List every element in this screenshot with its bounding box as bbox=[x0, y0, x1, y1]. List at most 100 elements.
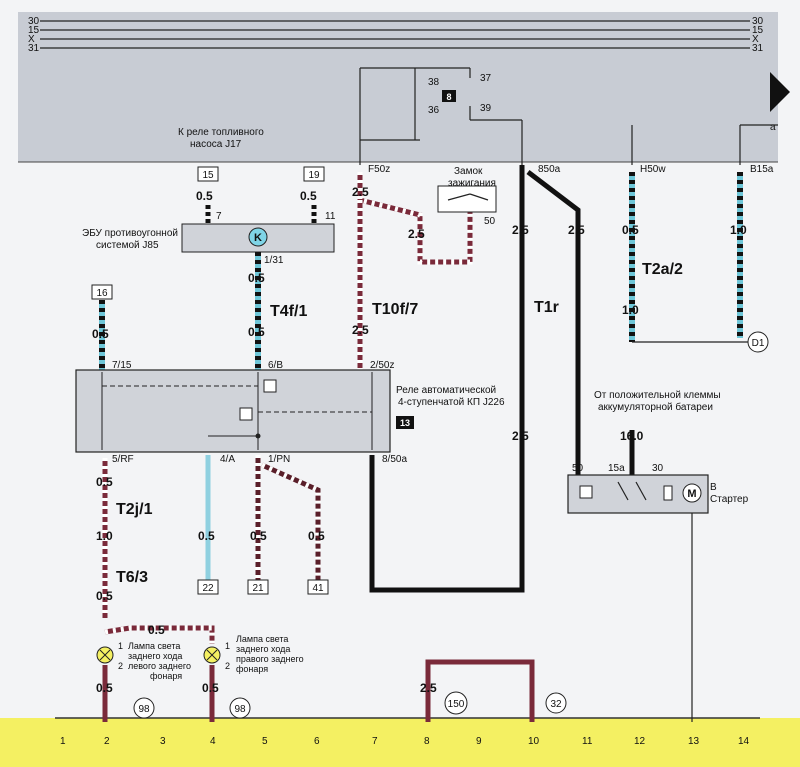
lamp-right-label-4: фонаря bbox=[236, 664, 268, 674]
conn-t2j1: T2j/1 bbox=[116, 501, 153, 518]
ecu-label-line2: системой J85 bbox=[96, 240, 159, 251]
lamp-left-label-3: левого заднего bbox=[128, 661, 191, 671]
wire-id-b15a: B15a bbox=[750, 164, 774, 175]
lamp-left-pin1: 1 bbox=[118, 641, 123, 651]
wire-label: 2.5 bbox=[352, 323, 369, 337]
starter: M 50 15a 30 B Стартер От положительной к… bbox=[567, 390, 749, 514]
grid-number: 10 bbox=[528, 736, 540, 747]
ignition-pin-50: 50 bbox=[484, 216, 496, 227]
conn-t1r: T1r bbox=[534, 299, 559, 316]
continue-arrow bbox=[770, 72, 790, 112]
grid-number: 14 bbox=[738, 736, 750, 747]
grid-number: 11 bbox=[582, 736, 593, 747]
starter-motor-symbol: M bbox=[687, 488, 696, 500]
grid-index: 1 2 3 4 5 6 7 8 9 10 11 12 13 14 bbox=[60, 736, 750, 747]
wire-label: 0.5 bbox=[96, 589, 113, 603]
ecu-pin-19: 19 bbox=[308, 170, 320, 181]
wire-label: 16.0 bbox=[620, 429, 644, 443]
wire-label: 1.0 bbox=[96, 529, 113, 543]
starter-label-b: B bbox=[710, 482, 717, 493]
starter-pin-15a: 15a bbox=[608, 463, 625, 474]
wire-id-850a: 850a bbox=[538, 164, 561, 175]
bus-label-31r: 31 bbox=[752, 43, 764, 54]
relay-pin-38: 38 bbox=[428, 77, 440, 88]
relay-8-number: 8 bbox=[446, 92, 451, 102]
wire-label: 2.5 bbox=[352, 185, 369, 199]
lamp-right-label-1: Лампа света bbox=[236, 634, 288, 644]
wire-label: 0.5 bbox=[248, 325, 265, 339]
ecu-pin-7: 7 bbox=[216, 211, 222, 222]
lamp-left-label-1: Лампа света bbox=[128, 641, 180, 651]
starter-pin-30: 30 bbox=[652, 463, 664, 474]
relay-pin-36: 36 bbox=[428, 105, 440, 116]
wire-label: 0.5 bbox=[622, 223, 639, 237]
bus-label-15r: 15 bbox=[752, 25, 764, 36]
ground-points: 98 98 150 32 D1 bbox=[133, 331, 769, 719]
relay-pin-37: 37 bbox=[480, 73, 492, 84]
wire-label: 2.5 bbox=[408, 227, 425, 241]
wire-label: 0.5 bbox=[248, 271, 265, 285]
starter-pin-50: 50 bbox=[572, 463, 584, 474]
conn-t10f7: T10f/7 bbox=[372, 301, 418, 318]
lamp-left-pin2: 2 bbox=[118, 661, 123, 671]
connectors: T4f/1 T10f/7 T1r T2a/2 T2j/1 T6/3 bbox=[116, 261, 683, 586]
grid-number: 7 bbox=[372, 736, 378, 747]
bus-lines: 30 15 X 31 30 15 X 31 bbox=[28, 16, 764, 54]
wire-label: 2.5 bbox=[512, 223, 529, 237]
wire-id-a: a bbox=[770, 122, 776, 133]
wire-label: 0.5 bbox=[148, 623, 165, 637]
lamp-left: 1 2 Лампа света заднего хода левого задн… bbox=[96, 641, 191, 681]
wire-label: 1.0 bbox=[622, 303, 639, 317]
conn-t4f1: T4f/1 bbox=[270, 303, 307, 320]
j226-pin-5-rf: 5/RF bbox=[112, 454, 134, 465]
grid-number: 13 bbox=[688, 736, 700, 747]
j226-pin-2-50z: 2/50z bbox=[370, 360, 394, 371]
ecu-pin-1-31: 1/31 bbox=[264, 255, 284, 266]
grid-number: 12 bbox=[634, 736, 646, 747]
j226-pin-8-50a: 8/50a bbox=[382, 454, 407, 465]
wire-label: 0.5 bbox=[308, 529, 325, 543]
grid-number: 1 bbox=[60, 736, 66, 747]
lamp-right-label-2: заднего хода bbox=[236, 644, 290, 654]
ignition-switch: Замок зажигания 50 bbox=[437, 166, 497, 227]
fuel-pump-note-line2: насоса J17 bbox=[190, 139, 242, 150]
wire-labels: 0.5 0.5 0.5 2.5 2.5 2.5 2.5 2.5 2.5 0.5 … bbox=[92, 185, 747, 695]
ground-32: 32 bbox=[550, 699, 562, 710]
wire-label: 1.0 bbox=[730, 223, 747, 237]
ref-21: 21 bbox=[252, 583, 264, 594]
j226-pin-6-b: 6/B bbox=[268, 360, 283, 371]
j226-box: 13 bbox=[400, 418, 410, 428]
lamp-right-pin2: 2 bbox=[225, 661, 230, 671]
relay-8-box bbox=[442, 90, 456, 102]
ecu-pin-15: 15 bbox=[202, 170, 214, 181]
battery-note-line2: аккумуляторной батареи bbox=[598, 401, 713, 413]
j226-pin-1-pn: 1/PN bbox=[268, 454, 290, 465]
relay-pin-39: 39 bbox=[480, 103, 492, 114]
ecu-symbol-letter: K bbox=[254, 232, 262, 244]
ref-41: 41 bbox=[312, 583, 324, 594]
wire-id-f50z: F50z bbox=[368, 164, 390, 175]
lamp-left-label-4: фонаря bbox=[150, 671, 182, 681]
fuel-pump-note-line1: К реле топливного bbox=[178, 127, 264, 138]
j226-pin-4-a: 4/A bbox=[220, 454, 235, 465]
relay-8: 8 38 37 36 39 К реле топливного насоса J… bbox=[178, 67, 523, 165]
ecu-pin-11: 11 bbox=[325, 211, 336, 222]
bus-label-xl: X bbox=[28, 34, 35, 45]
ecu-label-line1: ЭБУ противоугонной bbox=[82, 228, 178, 239]
ignition-title-line2: зажигания bbox=[448, 178, 496, 189]
lamp-left-label-2: заднего хода bbox=[128, 651, 182, 661]
wire-label: 0.5 bbox=[96, 475, 113, 489]
battery-note-line1: От положительной клеммы bbox=[594, 390, 721, 401]
wire-label: 0.5 bbox=[96, 681, 113, 695]
conn-t2a2: T2a/2 bbox=[642, 261, 683, 278]
wire-label: 0.5 bbox=[202, 681, 219, 695]
ground-band bbox=[0, 718, 800, 767]
grid-number: 8 bbox=[424, 736, 430, 747]
j226-pin-7-15: 7/15 bbox=[112, 360, 132, 371]
ref-22: 22 bbox=[202, 583, 214, 594]
grid-number: 2 bbox=[104, 736, 110, 747]
bus-label-15l: 15 bbox=[28, 25, 40, 36]
lamp-right: 1 2 Лампа света заднего хода правого зад… bbox=[203, 634, 304, 674]
grid-number: 5 bbox=[262, 736, 268, 747]
bus-label-31l: 31 bbox=[28, 43, 40, 54]
